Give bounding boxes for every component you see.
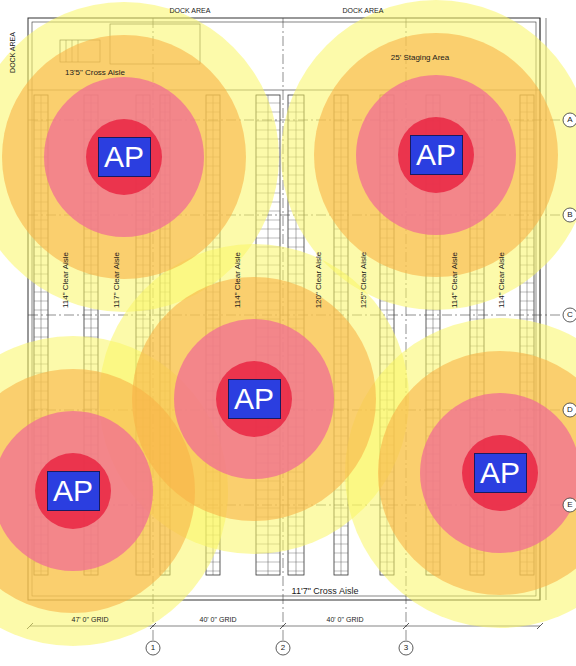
coverage-ring	[0, 411, 153, 571]
access-point: AP	[228, 379, 281, 419]
access-point: AP	[47, 471, 100, 511]
area-label: 125" Clear Aisle	[360, 252, 368, 309]
coverage-ring	[356, 75, 516, 235]
dimension: 40' 0" GRID	[200, 616, 237, 623]
access-point: AP	[410, 135, 463, 175]
grid-bubble	[563, 208, 576, 222]
coverage-ring	[345, 318, 576, 628]
grid-label: 2	[281, 644, 285, 652]
coverage-ring	[44, 77, 204, 237]
coverage-ring	[35, 453, 111, 529]
ap-label: AP	[53, 476, 93, 506]
coverage-ring	[86, 119, 162, 195]
grid-label: B	[567, 211, 572, 219]
grid-label: E	[567, 501, 572, 509]
area-label: 120" Clear Aisle	[315, 252, 323, 309]
dimension: 40' 0" GRID	[327, 616, 364, 623]
area-label: DOCK AREA	[9, 32, 16, 73]
grid-bubble	[563, 498, 576, 512]
grid-label: A	[567, 116, 572, 124]
coverage-ring	[0, 2, 279, 312]
ap-label: AP	[104, 142, 144, 172]
area-label: 114" Clear Aisle	[62, 252, 70, 308]
grid-label: C	[567, 311, 573, 319]
area-label: 11'7" Cross Aisle	[292, 587, 359, 596]
grid-bubble	[563, 403, 576, 417]
coverage-ring	[420, 393, 576, 553]
area-label: DOCK AREA	[343, 7, 384, 14]
coverage-ring	[378, 351, 576, 595]
access-point: AP	[98, 137, 151, 177]
grid-label: D	[567, 406, 573, 414]
coverage-ring	[462, 435, 538, 511]
ap-label: AP	[234, 384, 274, 414]
coverage-ring	[174, 319, 334, 479]
area-label: 117" Clear Aisle	[113, 252, 121, 308]
grid-bubble	[146, 641, 160, 655]
grid-label: 1	[151, 644, 155, 652]
ap-label: AP	[416, 140, 456, 170]
grid-bubble	[563, 113, 576, 127]
area-label: 25' Staging Area	[391, 54, 449, 62]
dimension: 47' 0" GRID	[72, 616, 109, 623]
area-label: 114" Clear Aisle	[451, 252, 459, 308]
area-label: 114" Clear Aisle	[498, 252, 506, 308]
grid-bubble	[563, 308, 576, 322]
grid-label: 3	[404, 644, 408, 652]
grid-bubble	[399, 641, 413, 655]
coverage-ring	[398, 117, 474, 193]
coverage-ring	[2, 35, 246, 279]
coverage-ring	[0, 369, 195, 613]
ap-label: AP	[480, 458, 520, 488]
area-label: DOCK AREA	[170, 7, 211, 14]
area-label: 114" Clear Aisle	[234, 252, 242, 308]
coverage-ring	[314, 33, 558, 277]
area-label: 13'5" Cross Aisle	[65, 69, 125, 77]
grid-bubble	[276, 641, 290, 655]
coverage-ring	[216, 361, 292, 437]
access-point: AP	[474, 453, 527, 493]
